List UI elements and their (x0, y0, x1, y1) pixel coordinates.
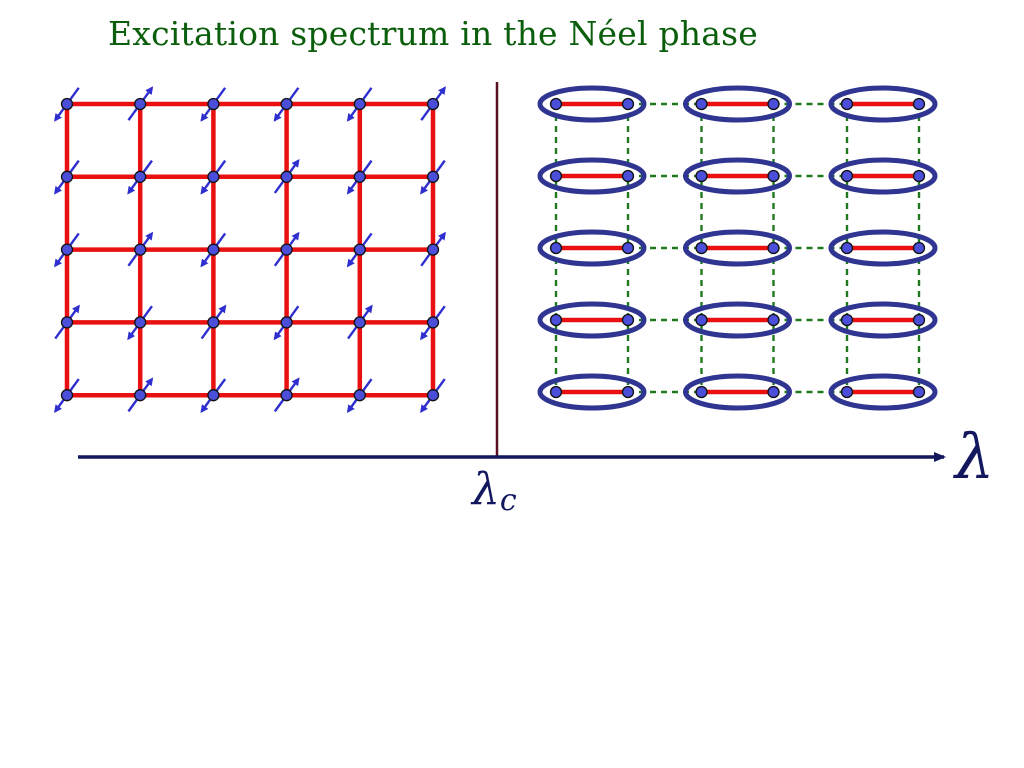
dimer-ellipse (537, 85, 647, 123)
lattice-site (60, 97, 74, 111)
dimer-ellipse (828, 157, 938, 195)
dimer-site (767, 169, 780, 183)
dimer-site (695, 169, 708, 183)
lattice-site (60, 389, 74, 402)
dimer-site (912, 385, 926, 399)
lattice-site (134, 243, 147, 256)
dimer-ellipse (828, 229, 938, 267)
dimer-ellipse (828, 85, 938, 123)
dimer-ellipse (683, 85, 792, 123)
lattice-site (353, 243, 366, 256)
dimer-ellipse (537, 157, 647, 195)
dimer-site (767, 97, 780, 111)
lattice-site (426, 389, 440, 402)
dimer-site (549, 313, 563, 327)
lattice-site (207, 389, 220, 402)
lattice-site (353, 316, 366, 329)
dimer-ellipse (683, 229, 792, 267)
dimer-site (840, 241, 854, 255)
lattice-site (207, 97, 220, 111)
dimer-ellipse (683, 301, 792, 339)
dimer-site (912, 241, 926, 255)
dimer-ellipse (537, 229, 647, 267)
dimer-site (621, 97, 635, 111)
dimer-site (695, 241, 708, 255)
dimer-ellipse (683, 157, 792, 195)
critical-lambda-subscript: c (500, 483, 517, 518)
dimer-site (767, 241, 780, 255)
lattice-site (280, 170, 293, 183)
lattice-site (207, 316, 220, 329)
lattice-site (134, 389, 147, 402)
dimer-site (695, 385, 708, 399)
dimer-lattice (537, 85, 938, 411)
critical-lambda-label: λc (470, 464, 517, 518)
dimer-site (621, 169, 635, 183)
lattice-site (426, 97, 440, 111)
dimer-ellipse (683, 373, 792, 411)
lattice-site (207, 243, 220, 256)
dimer-site (840, 385, 854, 399)
lambda-axis-label: λ (952, 420, 994, 493)
lattice-site (134, 97, 147, 111)
lattice-site (353, 97, 366, 111)
lattice-site (280, 243, 293, 256)
dimer-ellipse (828, 373, 938, 411)
dimer-site (912, 97, 926, 111)
dimer-site (840, 169, 854, 183)
dimer-site (695, 313, 708, 327)
lattice-site (280, 97, 293, 111)
critical-lambda-symbol: λ (470, 464, 500, 515)
dimer-site (621, 385, 635, 399)
lattice-site (280, 316, 293, 329)
dimer-site (767, 385, 780, 399)
dimer-site (695, 97, 708, 111)
dimer-site (840, 313, 854, 327)
dimer-site (912, 313, 926, 327)
dimer-site (767, 313, 780, 327)
slide-title: Excitation spectrum in the Néel phase (108, 14, 758, 53)
dimer-ellipse (537, 373, 647, 411)
dimer-ellipse (828, 301, 938, 339)
dimer-site (621, 241, 635, 255)
dimer-site (840, 97, 854, 111)
dimer-site (549, 169, 563, 183)
lattice-site (207, 170, 220, 183)
lattice-site (60, 243, 74, 256)
lattice-site (426, 170, 440, 183)
lattice-site (353, 170, 366, 183)
dimer-site (912, 169, 926, 183)
dimer-site (549, 241, 563, 255)
dimer-site (549, 385, 563, 399)
lattice-site (134, 316, 147, 329)
lattice-site (426, 316, 440, 329)
lattice-site (60, 316, 74, 329)
lattice-site (280, 389, 293, 402)
lattice-site (60, 170, 74, 183)
lattice-site (134, 170, 147, 183)
neel-lattice (54, 86, 446, 413)
lattice-site (353, 389, 366, 402)
dimer-ellipse (537, 301, 647, 339)
lattice-site (426, 243, 440, 256)
dimer-site (621, 313, 635, 327)
dimer-site (549, 97, 563, 111)
